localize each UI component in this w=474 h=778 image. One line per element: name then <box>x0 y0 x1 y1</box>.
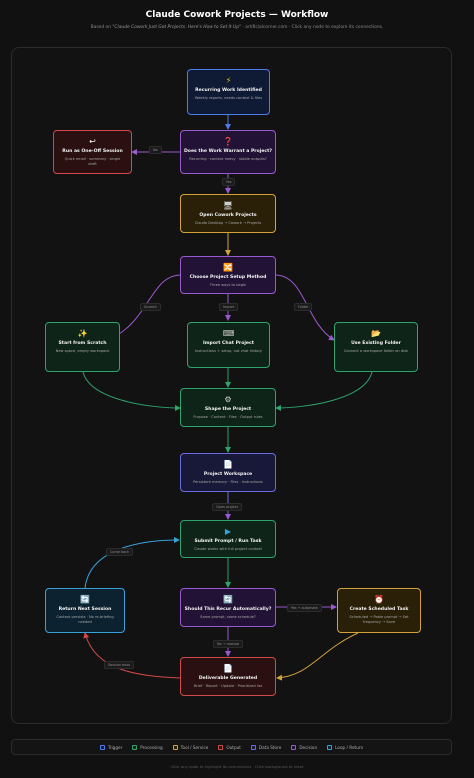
legend-item-data-store[interactable]: Data Store <box>250 744 282 750</box>
node-desc: New space, empty workspace <box>55 349 110 353</box>
legend-item-decision[interactable]: Decision <box>291 744 318 750</box>
alarm-clock-icon: ⏰ <box>374 595 384 604</box>
shuffle-icon: 🔀 <box>223 263 233 272</box>
edge-label-scratch: Scratch <box>140 303 161 311</box>
node-title: Create Scheduled Task <box>349 607 409 612</box>
node-title: Choose Project Setup Method <box>189 275 267 280</box>
legend-item-output[interactable]: Output <box>218 744 241 750</box>
node-title: Shape the Project <box>204 407 252 412</box>
monitor-icon: 🖥 <box>222 201 234 210</box>
legend-label: Tool / Service <box>180 744 209 750</box>
node-desc: Claude Desktop → Cowork → Projects <box>194 221 262 225</box>
legend-swatch <box>132 744 138 750</box>
node-recur-decision[interactable]: 🔄 Should This Recur Automatically? Same … <box>180 588 276 627</box>
edge-label-import: Import <box>219 303 239 311</box>
node-title: Use Existing Folder <box>351 341 401 346</box>
node-desc: Purpose · Context · Files · Output rules <box>193 415 263 419</box>
refresh-icon: 🔄 <box>223 595 233 604</box>
legend-label: Processing <box>140 744 163 750</box>
legend-label: Data Store <box>258 744 282 750</box>
node-project-workspace[interactable]: 📄 Project Workspace Persistent memory · … <box>180 453 276 492</box>
node-title: Should This Recur Automatically? <box>184 607 272 612</box>
node-desc: Same prompt, same schedule? <box>200 615 256 619</box>
document-icon: 📄 <box>223 664 233 673</box>
legend-swatch <box>291 744 297 750</box>
legend-label: Trigger <box>107 744 123 750</box>
legend-swatch <box>218 744 224 750</box>
node-one-off-session[interactable]: ↩ Run as One-Off Session Quick email · s… <box>53 130 132 174</box>
node-desc: Instructions + setup, not chat history <box>194 349 263 353</box>
node-scheduled-task[interactable]: ⏰ Create Scheduled Task Scheduled → Past… <box>337 588 421 633</box>
legend-label: Output <box>226 744 241 750</box>
legend: Trigger Processing Tool / Service Output… <box>11 739 452 755</box>
edge-label-yes: Yes <box>222 178 236 186</box>
footer-hint: Click any node to highlight its connecti… <box>170 764 304 769</box>
legend-swatch <box>172 744 178 750</box>
node-title: Does the Work Warrant a Project? <box>183 149 273 154</box>
node-title: Start from Scratch <box>58 341 107 346</box>
folder-icon: 📂 <box>371 329 381 338</box>
edge-label-no: No <box>149 146 162 154</box>
node-desc: Brief · Report · Update · Prioritized li… <box>193 684 263 688</box>
page-subtitle: Based on "Claude Cowork Just Got Project… <box>0 25 474 30</box>
node-desc: Claude works with full project context <box>194 547 262 551</box>
node-desc: Context persists · No re-briefing needed <box>56 615 114 625</box>
node-submit-prompt[interactable]: ▶ Submit Prompt / Run Task Claude works … <box>180 520 276 558</box>
node-return-next-session[interactable]: 🔄 Return Next Session Context persists ·… <box>45 588 125 633</box>
gear-icon: ⚙ <box>224 395 232 404</box>
edge-label-come-back: Come back <box>106 548 133 556</box>
legend-swatch <box>99 744 105 750</box>
edge-label-yes-automate: Yes → automate <box>287 604 322 612</box>
edge-label-folder: Folder <box>294 303 313 311</box>
refresh-icon: 🔄 <box>80 595 90 604</box>
node-desc: Weekly reports, needs context & files <box>194 96 263 100</box>
legend-item-tool-service[interactable]: Tool / Service <box>172 744 209 750</box>
node-import-chat-project[interactable]: ⌨ Import Chat Project Instructions + set… <box>187 322 270 368</box>
document-icon: 📄 <box>223 460 233 469</box>
node-recurring-work[interactable]: ⚡ Recurring Work Identified Weekly repor… <box>187 69 270 115</box>
play-icon: ▶ <box>224 527 232 536</box>
node-title: Project Workspace <box>203 472 253 477</box>
edge-label-no-manual: No → manual <box>213 640 244 648</box>
edge-label-open-project: Open project <box>212 503 242 511</box>
node-desc: Scheduled → Paste prompt → Set frequency… <box>349 615 409 625</box>
node-desc: Quick email · summary · single draft <box>64 157 121 167</box>
node-use-existing-folder[interactable]: 📂 Use Existing Folder Connect a workspac… <box>334 322 418 372</box>
question-mark-icon: ❓ <box>223 137 233 146</box>
legend-item-loop-return[interactable]: Loop / Return <box>327 744 364 750</box>
legend-label: Decision <box>299 744 318 750</box>
node-deliverable-generated[interactable]: 📄 Deliverable Generated Brief · Report ·… <box>180 657 276 696</box>
legend-swatch <box>327 744 333 750</box>
node-desc: Three ways to begin <box>209 283 247 287</box>
node-title: Submit Prompt / Run Task <box>194 539 262 544</box>
subtitle-prefix: Based on <box>90 25 113 30</box>
node-start-from-scratch[interactable]: ✨ Start from Scratch New space, empty wo… <box>45 322 120 372</box>
node-title: Import Chat Project <box>203 341 254 346</box>
legend-item-processing[interactable]: Processing <box>132 744 163 750</box>
node-title: Run as One-Off Session <box>62 149 123 154</box>
legend-label: Loop / Return <box>335 744 364 750</box>
node-desc: Connect a workspace folder on disk <box>343 349 409 353</box>
subtitle-source: "Claude Cowork Just Got Projects. Here's… <box>112 25 242 30</box>
return-arrow-icon: ↩ <box>89 137 96 146</box>
sparkles-icon: ✨ <box>77 329 88 338</box>
page-title: Claude Cowork Projects — Workflow <box>145 10 329 20</box>
node-setup-method[interactable]: 🔀 Choose Project Setup Method Three ways… <box>180 256 276 294</box>
legend-item-trigger[interactable]: Trigger <box>99 744 123 750</box>
edge-label-session-ends: Session ends <box>104 661 135 669</box>
node-desc: Persistent memory · Files · Instructions <box>193 480 263 484</box>
node-title: Deliverable Generated <box>198 676 258 681</box>
node-title: Recurring Work Identified <box>195 88 262 93</box>
node-shape-project[interactable]: ⚙ Shape the Project Purpose · Context · … <box>180 388 276 427</box>
lightning-icon: ⚡ <box>225 76 232 85</box>
keyboard-icon: ⌨ <box>222 329 235 338</box>
node-decide-project[interactable]: ❓ Does the Work Warrant a Project? Recur… <box>180 130 276 174</box>
legend-swatch <box>250 744 256 750</box>
node-title: Open Cowork Projects <box>199 213 257 218</box>
node-open-cowork[interactable]: 🖥 Open Cowork Projects Claude Desktop → … <box>180 194 276 233</box>
node-title: Return Next Session <box>58 607 112 612</box>
subtitle-suffix: · artificialcorner.com · Click any node … <box>241 25 384 30</box>
node-desc: Recurring · context heavy · stable outpu… <box>189 157 267 161</box>
